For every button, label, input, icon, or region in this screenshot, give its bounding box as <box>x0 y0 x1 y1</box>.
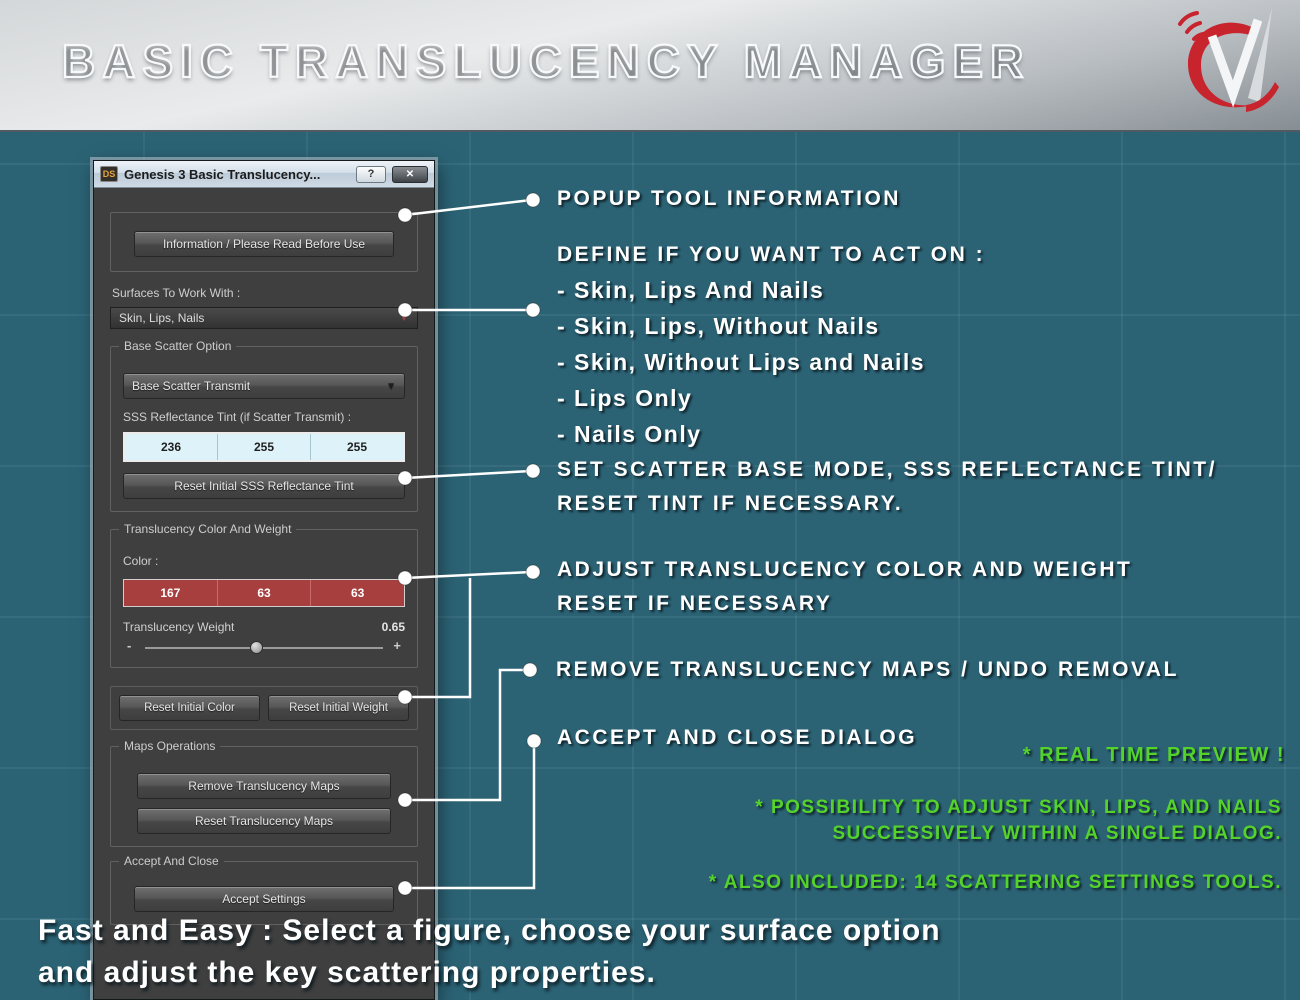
accept-settings-button[interactable]: Accept Settings <box>134 886 394 912</box>
color-r-value: 167 <box>124 580 218 606</box>
chevron-down-icon: ▼ <box>399 312 409 324</box>
tint-b-field[interactable]: 255 <box>311 434 403 460</box>
accept-group-label: Accept And Close <box>119 854 224 868</box>
color-b-value: 63 <box>311 580 405 606</box>
define-item: - Skin, Lips And Nails <box>557 277 825 303</box>
note-popup-info: POPUP TOOL INFORMATION <box>557 187 901 210</box>
sss-tint-label: SSS Reflectance Tint (if Scatter Transmi… <box>123 410 352 424</box>
reset-buttons-box: Reset Initial Color Reset Initial Weight <box>110 686 418 730</box>
chevron-down-icon: ▼ <box>386 380 396 392</box>
dialog-titlebar[interactable]: DS Genesis 3 Basic Translucency... ? ✕ <box>94 161 434 188</box>
reset-sss-tint-button[interactable]: Reset Initial SSS Reflectance Tint <box>123 473 405 499</box>
weight-slider[interactable]: - + <box>127 638 401 655</box>
close-button[interactable]: ✕ <box>392 165 428 183</box>
brand-logo <box>1178 8 1279 112</box>
translucency-color-swatch[interactable]: 167 63 63 <box>123 579 405 607</box>
help-button[interactable]: ? <box>356 165 386 183</box>
banner: BASIC TRANSLUCENCY MANAGER <box>0 0 1300 132</box>
weight-row: Translucency Weight 0.65 <box>123 620 405 634</box>
reset-translucency-maps-button[interactable]: Reset Translucency Maps <box>137 808 391 834</box>
note-define-list: - Skin, Lips And Nails - Skin, Lips, Wit… <box>557 268 925 448</box>
base-scatter-group: Base Scatter Option Base Scatter Transmi… <box>110 339 418 512</box>
note-define-title: DEFINE IF YOU WANT TO ACT ON : <box>557 243 986 266</box>
color-label: Color : <box>123 554 159 568</box>
surfaces-dropdown[interactable]: Skin, Lips, Nails ▼ <box>110 307 418 329</box>
reset-initial-weight-button[interactable]: Reset Initial Weight <box>268 695 409 721</box>
base-scatter-group-label: Base Scatter Option <box>119 339 237 353</box>
translucency-group: Translucency Color And Weight Color : 16… <box>110 522 418 668</box>
note-possibility-line1: * POSSIBILITY TO ADJUST SKIN, LIPS, AND … <box>755 797 1282 818</box>
translucency-group-label: Translucency Color And Weight <box>119 522 297 536</box>
note-scatter-line1: SET SCATTER BASE MODE, SSS REFLECTANCE T… <box>557 458 1217 481</box>
maps-group-label: Maps Operations <box>119 739 221 753</box>
note-also-included: * ALSO INCLUDED: 14 SCATTERING SETTINGS … <box>708 872 1282 893</box>
remove-translucency-maps-button[interactable]: Remove Translucency Maps <box>137 773 391 799</box>
footer-line1: Fast and Easy : Select a figure, choose … <box>38 914 941 947</box>
note-real-time-preview: * REAL TIME PREVIEW ! <box>1022 744 1285 766</box>
note-possibility: * POSSIBILITY TO ADJUST SKIN, LIPS, AND … <box>755 795 1282 847</box>
tint-r-field[interactable]: 236 <box>125 434 218 460</box>
weight-value: 0.65 <box>381 620 405 634</box>
note-scatter-line2: RESET TINT IF NECESSARY. <box>557 492 904 515</box>
footer-line2: and adjust the key scattering properties… <box>38 956 656 989</box>
dialog-client: Information / Please Read Before Use Sur… <box>94 212 434 925</box>
note-remove-maps: REMOVE TRANSLUCENCY MAPS / UNDO REMOVAL <box>556 658 1179 681</box>
weight-label: Translucency Weight <box>123 620 235 634</box>
define-item: - Lips Only <box>557 385 693 411</box>
logo-pen-nib <box>1248 8 1272 102</box>
info-group: Information / Please Read Before Use <box>110 212 418 272</box>
slider-minus-button[interactable]: - <box>127 638 132 653</box>
base-scatter-dropdown[interactable]: Base Scatter Transmit ▼ <box>123 373 405 399</box>
accept-close-group: Accept And Close Accept Settings <box>110 854 418 925</box>
define-item: - Skin, Without Lips and Nails <box>557 349 926 375</box>
dialog-window: DS Genesis 3 Basic Translucency... ? ✕ I… <box>93 160 435 1000</box>
dialog-title: Genesis 3 Basic Translucency... <box>124 166 321 182</box>
maps-operations-group: Maps Operations Remove Translucency Maps… <box>110 739 418 847</box>
page-title: BASIC TRANSLUCENCY MANAGER <box>61 34 1031 88</box>
note-adjust-line2: RESET IF NECESSARY <box>557 592 833 615</box>
define-item: - Skin, Lips, Without Nails <box>557 313 880 339</box>
surfaces-label: Surfaces To Work With : <box>112 286 241 300</box>
logo-swoosh <box>1188 22 1254 108</box>
note-adjust-line1: ADJUST TRANSLUCENCY COLOR AND WEIGHT <box>557 558 1133 581</box>
app-icon: DS <box>100 166 118 182</box>
logo-speed-arcs <box>1178 11 1205 41</box>
base-scatter-dropdown-value: Base Scatter Transmit <box>132 379 251 393</box>
note-possibility-line2: SUCCESSIVELY WITHIN A SINGLE DIALOG. <box>832 823 1282 844</box>
sss-tint-fields: 236 255 255 <box>123 432 405 462</box>
surfaces-dropdown-value: Skin, Lips, Nails <box>119 311 205 325</box>
define-item: - Nails Only <box>557 421 702 447</box>
slider-thumb[interactable] <box>249 641 263 654</box>
slider-plus-button[interactable]: + <box>393 638 401 653</box>
slider-track[interactable] <box>145 647 383 649</box>
logo-tail <box>1246 82 1279 112</box>
note-accept-close: ACCEPT AND CLOSE DIALOG <box>557 726 918 749</box>
logo-v <box>1207 18 1263 108</box>
reset-initial-color-button[interactable]: Reset Initial Color <box>119 695 260 721</box>
information-button[interactable]: Information / Please Read Before Use <box>134 231 394 257</box>
color-g-value: 63 <box>217 580 312 606</box>
tint-g-field[interactable]: 255 <box>218 434 311 460</box>
